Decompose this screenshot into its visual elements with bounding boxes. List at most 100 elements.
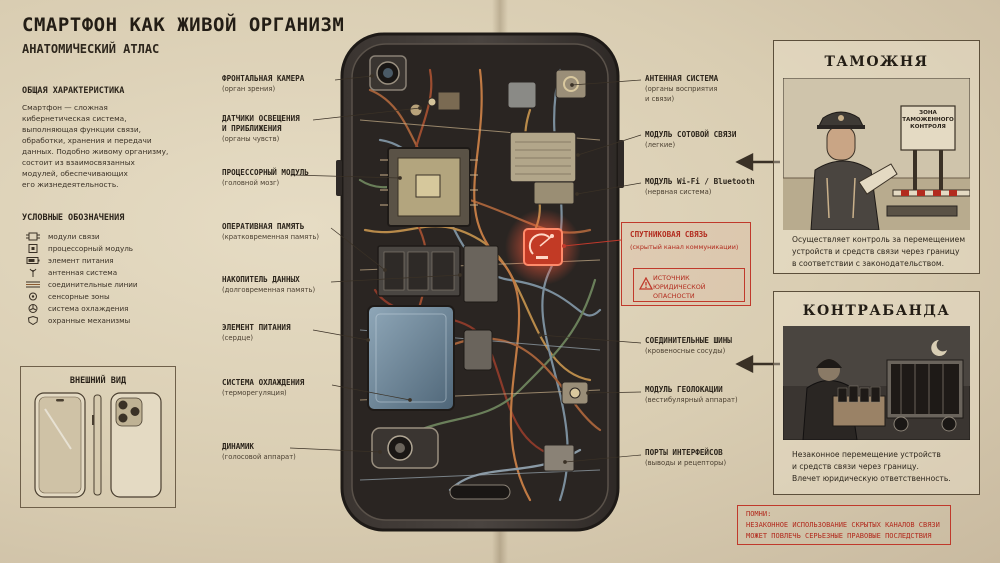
- label-sub: (долговременная память): [222, 286, 316, 294]
- label-antenna: АНТЕННАЯ СИСТЕМА (органы восприятия и св…: [645, 74, 718, 104]
- overview-heading: ОБЩАЯ ХАРАКТЕРИСТИКА: [22, 86, 125, 96]
- label-speaker: ДИНАМИК (голосовой аппарат): [222, 442, 296, 462]
- legend-heading: УСЛОВНЫЕ ОБОЗНАЧЕНИЯ: [22, 213, 125, 223]
- exterior-view-panel: ВНЕШНИЙ ВИД: [20, 366, 176, 508]
- label-storage: НАКОПИТЕЛЬ ДАННЫХ (долговременная память…: [222, 275, 315, 295]
- phone-anatomy-illustration: [336, 32, 624, 532]
- overview-line: кибернетическая система,: [22, 114, 127, 123]
- satellite-sub: (скрытый канал коммуникации): [630, 243, 739, 251]
- label-sub: (голосовой аппарат): [222, 453, 296, 461]
- label-ram: ОПЕРАТИВНАЯ ПАМЯТЬ (кратковременная памя…: [222, 222, 319, 242]
- legend-item: элемент питания: [26, 254, 114, 266]
- legend-label: охранные механизмы: [48, 315, 131, 325]
- label-title: МОДУЛЬ Wi-Fi / Bluetooth: [645, 177, 755, 186]
- legend-item: система охлаждения: [26, 302, 129, 314]
- label-cellular: МОДУЛЬ СОТОВОЙ СВЯЗИ (легкие): [645, 130, 736, 150]
- label-ports: ПОРТЫ ИНТЕРФЕЙСОВ (выводы и рецепторы): [645, 448, 726, 468]
- label-title: ФРОНТАЛЬНАЯ КАМЕРА: [222, 74, 305, 83]
- cooling-icon: [28, 303, 38, 313]
- customs-line: Осуществляет контроль за перемещением: [792, 235, 966, 244]
- label-sub: и связи): [645, 95, 675, 103]
- label-sub: (легкие): [645, 141, 676, 149]
- label-sub: (органы чувств): [222, 135, 280, 143]
- label-sub: (выводы и рецепторы): [645, 459, 727, 467]
- legend-label: соединительные линии: [48, 279, 138, 289]
- contraband-line: и средств связи через границу.: [792, 462, 919, 471]
- label-cooling: СИСТЕМА ОХЛАЖДЕНИЯ (терморегуляция): [222, 378, 304, 398]
- overview-line: его жизнедеятельность.: [22, 180, 119, 189]
- contraband-line: Влечет юридическую ответственность.: [792, 474, 951, 483]
- customs-sign-line: ЗОНА: [919, 110, 937, 116]
- customs-heading: ТАМОЖНЯ: [824, 54, 929, 70]
- customs-sign-line: ТАМОЖЕННОГО: [902, 117, 954, 123]
- label-title: ПОРТЫ ИНТЕРФЕЙСОВ: [645, 448, 723, 457]
- exterior-heading: ВНЕШНИЙ ВИД: [69, 376, 127, 386]
- label-title: СИСТЕМА ОХЛАЖДЕНИЯ: [222, 378, 305, 387]
- label-battery: ЭЛЕМЕНТ ПИТАНИЯ (сердце): [222, 323, 291, 343]
- customs-line: устройств и средств связи через границу: [792, 247, 960, 256]
- note-line: МОЖЕТ ПОВЛЕЧЬ СЕРЬЕЗНЫЕ ПРАВОВЫЕ ПОСЛЕДС…: [746, 532, 932, 540]
- contraband-heading: КОНТРАБАНДА: [802, 303, 951, 319]
- legend-item: охранные механизмы: [26, 314, 130, 326]
- label-title: И ПРИБЛИЖЕНИЯ: [222, 124, 282, 133]
- customs-officer-illustration: [783, 78, 970, 230]
- warning-icon: [639, 277, 653, 290]
- label-sub: (сердце): [222, 334, 254, 342]
- legend-label: процессорный модуль: [48, 243, 134, 253]
- shield-icon: [27, 315, 39, 325]
- label-title: ПРОЦЕССОРНЫЙ МОДУЛЬ: [222, 168, 309, 177]
- note-line: ПОМНИ:: [746, 510, 772, 518]
- processor-icon: [28, 243, 38, 253]
- legend-label: система охлаждения: [48, 303, 129, 313]
- overview-line: Смартфон — сложная: [22, 103, 108, 112]
- legend-item: антенная система: [26, 266, 117, 278]
- overview-line: данных. Подобно живому организму,: [22, 147, 169, 156]
- label-wifi: МОДУЛЬ Wi-Fi / Bluetooth (нервная систем…: [645, 177, 755, 197]
- label-sub: (вестибулярный аппарат): [645, 396, 738, 404]
- label-front-camera: ФРОНТАЛЬНАЯ КАМЕРА (орган зрения): [222, 74, 304, 94]
- legal-warning-box: [633, 268, 745, 302]
- contraband-description: Незаконное перемещение устройств и средс…: [792, 449, 977, 485]
- contraband-illustration: [783, 326, 970, 440]
- label-processor: ПРОЦЕССОРНЫЙ МОДУЛЬ (головной мозг): [222, 168, 309, 188]
- satellite-callout: [621, 222, 751, 306]
- label-light-sensors: ДАТЧИКИ ОСВЕЩЕНИЯ И ПРИБЛИЖЕНИЯ (органы …: [222, 114, 300, 144]
- customs-line: в соответствии с законодательством.: [792, 259, 945, 268]
- legal-note-box: ПОМНИ: НЕЗАКОННОЕ ИСПОЛЬЗОВАНИЕ СКРЫТЫХ …: [737, 505, 951, 545]
- contraband-card: КОНТРАБАНДА Незаконное перемещение устро…: [773, 291, 980, 495]
- legend-item: модули связи: [26, 230, 100, 242]
- customs-description: Осуществляет контроль за перемещением ус…: [792, 234, 977, 270]
- customs-card: ТАМОЖНЯ ЗОНА ТАМОЖЕННОГО КОНТРОЛЯ: [773, 40, 980, 274]
- legend-item: сенсорные зоны: [26, 290, 110, 302]
- legal-warning-text: ИСТОЧНИК ЮРИДИЧЕСКОЙ ОПАСНОСТИ: [653, 274, 706, 300]
- customs-sign-line: КОНТРОЛЯ: [910, 124, 946, 130]
- overview-line: состоит из взаимосвязанных: [22, 158, 135, 167]
- chip-icon: [26, 232, 40, 240]
- legend-label: элемент питания: [48, 255, 114, 265]
- label-sub: (кровеносные сосуды): [645, 347, 726, 355]
- label-title: ЭЛЕМЕНТ ПИТАНИЯ: [222, 323, 291, 332]
- legal-note-text: ПОМНИ: НЕЗАКОННОЕ ИСПОЛЬЗОВАНИЕ СКРЫТЫХ …: [746, 509, 940, 542]
- label-title: ДИНАМИК: [222, 442, 255, 451]
- label-sub: (орган зрения): [222, 85, 276, 93]
- legend-item: соединительные линии: [26, 278, 138, 290]
- label-title: СОЕДИНИТЕЛЬНЫЕ ШИНЫ: [645, 336, 732, 345]
- label-sub: (нервная система): [645, 188, 712, 196]
- legend-label: сенсорные зоны: [48, 291, 110, 301]
- lines-icon: [26, 281, 40, 287]
- customs-sign: ЗОНА ТАМОЖЕННОГО КОНТРОЛЯ: [901, 110, 955, 131]
- overview-text: Смартфон — сложная кибернетическая систе…: [22, 102, 172, 190]
- label-title: НАКОПИТЕЛЬ ДАННЫХ: [222, 275, 300, 284]
- label-title: МОДУЛЬ ГЕОЛОКАЦИИ: [645, 385, 723, 394]
- overview-line: модулей, обеспечивающих: [22, 169, 128, 178]
- label-sub: (терморегуляция): [222, 389, 287, 397]
- satellite-title: СПУТНИКОВАЯ СВЯЗЬ: [630, 230, 708, 239]
- page-title: СМАРТФОН КАК ЖИВОЙ ОРГАНИЗМ: [22, 14, 345, 36]
- label-geolocation: МОДУЛЬ ГЕОЛОКАЦИИ (вестибулярный аппарат…: [645, 385, 738, 405]
- label-sub: (органы восприятия: [645, 85, 718, 93]
- antenna-icon: [29, 268, 37, 277]
- legend-label: модули связи: [48, 231, 100, 241]
- page-subtitle: АНАТОМИЧЕСКИЙ АТЛАС: [22, 42, 160, 56]
